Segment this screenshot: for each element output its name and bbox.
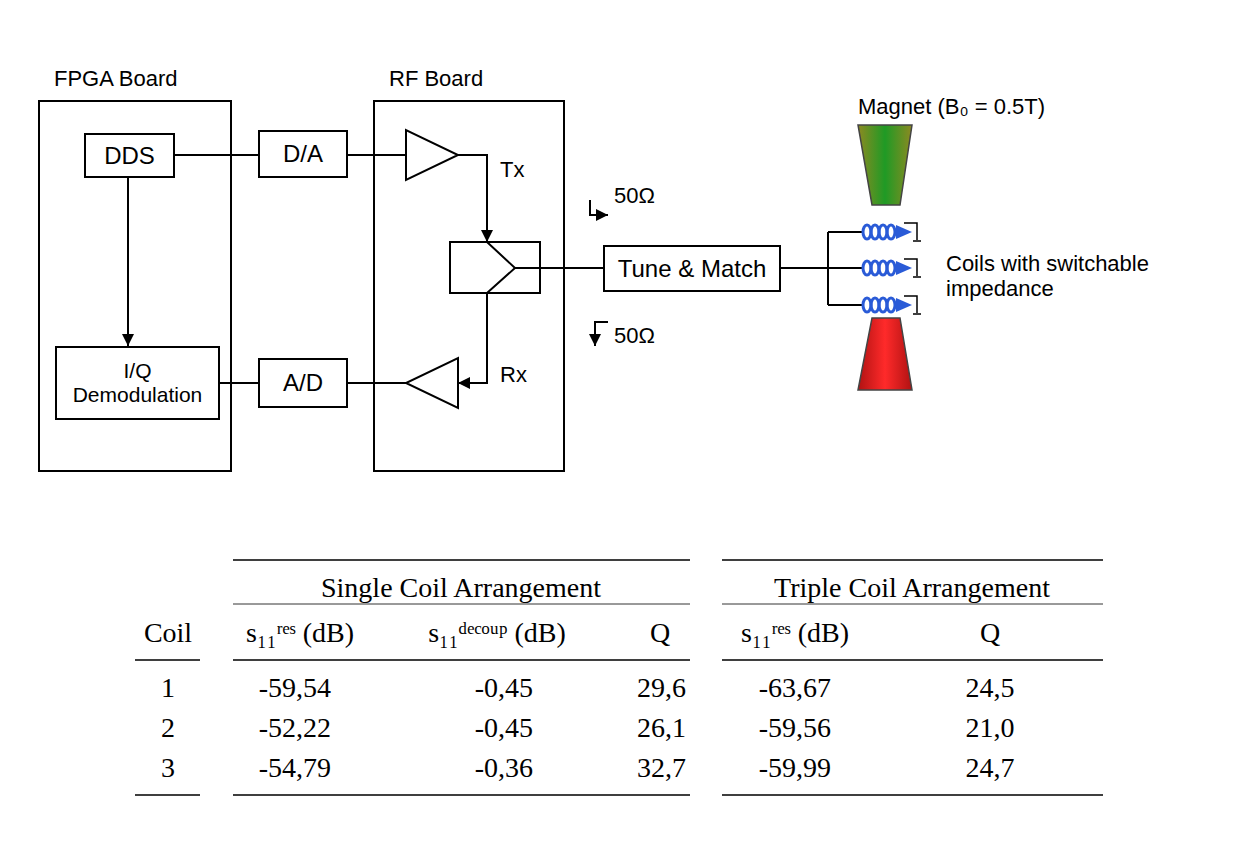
- table-cell: -59,56: [759, 712, 831, 744]
- connector: [348, 382, 373, 384]
- node-label: Tune & Match: [618, 255, 767, 283]
- table-header: Single Coil Arrangement: [321, 572, 601, 604]
- coil-tip: [896, 225, 912, 239]
- magnet-pole: [858, 125, 912, 205]
- coil-bus: [781, 232, 862, 305]
- tx-amplifier: [406, 130, 458, 180]
- part-name: Coils with switchable impedance: [946, 251, 1186, 302]
- signal-name: Tx: [500, 157, 524, 182]
- wire: [373, 154, 406, 156]
- table-cell: -59,54: [259, 672, 331, 704]
- coil-winding: [887, 261, 895, 275]
- table-cell: 3: [161, 752, 175, 784]
- port-arrow: [590, 200, 608, 215]
- table-header: Triple Coil Arrangement: [774, 572, 1050, 604]
- coil-group: [863, 223, 921, 314]
- wire: [373, 382, 406, 384]
- coil-lead: [904, 259, 921, 277]
- coil-tip: [896, 298, 912, 312]
- table-cell: 32,7: [637, 752, 686, 784]
- table-header: Coil: [144, 617, 192, 649]
- coil-winding: [887, 298, 895, 312]
- connector: [348, 154, 373, 156]
- circulator: [450, 242, 540, 293]
- signal-name: Rx: [500, 362, 527, 387]
- table-cell: -52,22: [259, 712, 331, 744]
- port-arrow: [595, 322, 608, 346]
- table-cell: -54,79: [259, 752, 331, 784]
- impedance-label: 50Ω: [614, 323, 655, 348]
- process-box: I/Q Demodulation: [55, 346, 220, 420]
- table-cell: 2: [161, 712, 175, 744]
- table-rules: [135, 560, 1103, 795]
- tx-wire: [458, 155, 487, 242]
- rx-amplifier: [406, 358, 458, 408]
- coil-winding: [887, 225, 895, 239]
- node-label: DDS: [104, 142, 155, 170]
- coil-lead: [904, 223, 921, 241]
- table-header: s₁₁ʳᵉˢ (dB): [741, 617, 849, 649]
- coil-lead: [904, 296, 921, 314]
- table-cell: 29,6: [637, 672, 686, 704]
- table-cell: -59,99: [759, 752, 831, 784]
- connector: [565, 267, 603, 269]
- process-box: D/A: [258, 130, 348, 178]
- table-cell: -63,67: [759, 672, 831, 704]
- table-cell: 24,5: [966, 672, 1015, 704]
- process-box: DDS: [84, 133, 175, 178]
- magnet-pole: [858, 318, 912, 390]
- wire: [540, 267, 565, 269]
- table-cell: -0,36: [475, 752, 533, 784]
- node-label: FPGA Board: [54, 66, 178, 91]
- table-header: s₁₁ʳᵉˢ (dB): [246, 617, 354, 649]
- table-header: Q: [980, 617, 1000, 649]
- process-box: Tune & Match: [603, 245, 781, 292]
- table-cell: 24,7: [966, 752, 1015, 784]
- rx-wire: [458, 293, 487, 383]
- connector: [175, 154, 258, 156]
- circulator-symbol: [487, 242, 540, 293]
- board-frame: RF Board: [373, 100, 565, 472]
- connector: [127, 178, 129, 346]
- process-box: A/D: [258, 358, 348, 408]
- node-label: I/Q Demodulation: [63, 359, 212, 407]
- node-label: D/A: [283, 140, 323, 168]
- board-frame: FPGA BoardDDSI/Q Demodulation: [38, 100, 232, 472]
- impedance-label: 50Ω: [614, 183, 655, 208]
- coil-tip: [896, 261, 912, 275]
- table-cell: -0,45: [475, 672, 533, 704]
- table-cell: 21,0: [966, 712, 1015, 744]
- table-header: Q: [650, 617, 670, 649]
- table-cell: 1: [161, 672, 175, 704]
- table-header: s₁₁ᵈᵉᶜᵒᵘᵖ (dB): [428, 617, 566, 649]
- part-name: Magnet (B₀ = 0.5T): [858, 94, 1045, 119]
- node-label: RF Board: [389, 66, 483, 91]
- connector: [220, 382, 258, 384]
- table-cell: 26,1: [637, 712, 686, 744]
- node-label: A/D: [283, 369, 323, 397]
- table-cell: -0,45: [475, 712, 533, 744]
